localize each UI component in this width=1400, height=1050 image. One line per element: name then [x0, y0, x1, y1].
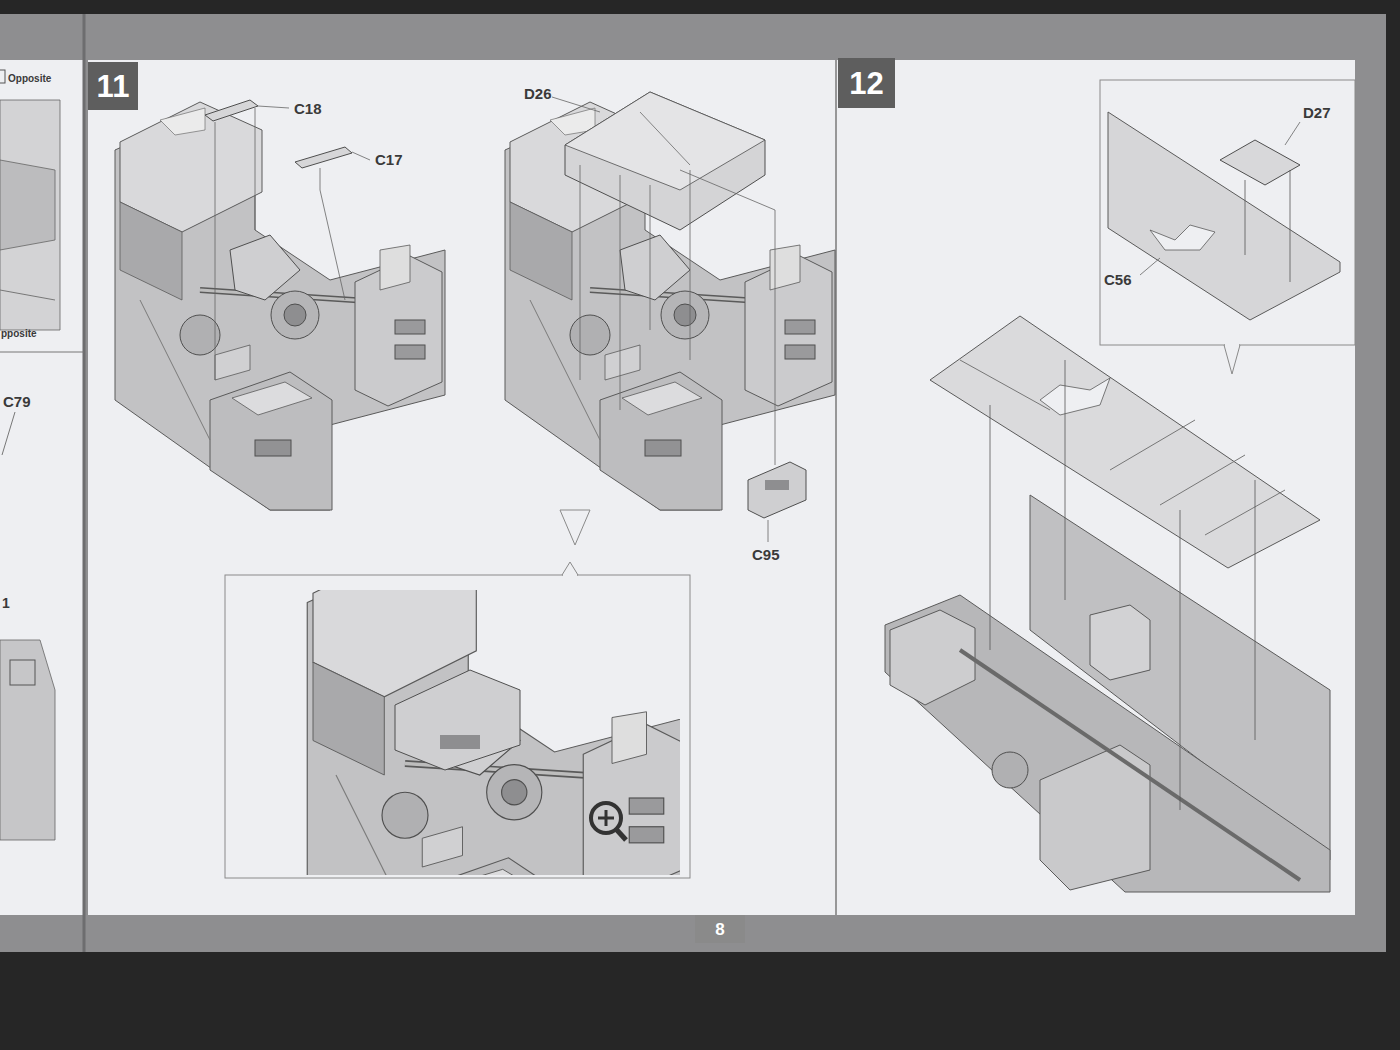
part-label: pposite	[1, 329, 37, 339]
part-label: Opposite	[8, 74, 51, 84]
part-label: 1	[2, 596, 10, 610]
part-label: C18	[294, 101, 322, 116]
step-number: 11	[88, 62, 138, 110]
part-label: D26	[524, 86, 552, 101]
part-label: C17	[375, 152, 403, 167]
part-label: C56	[1104, 272, 1132, 287]
page-number: 8	[695, 915, 745, 943]
page-number-text: 8	[715, 921, 724, 938]
part-label: D27	[1303, 105, 1331, 120]
step-number-text: 12	[849, 68, 883, 99]
step-number: 12	[838, 58, 895, 108]
part-label: C79	[3, 394, 31, 409]
step-number-text: 11	[97, 71, 130, 102]
part-label: C95	[752, 547, 780, 562]
